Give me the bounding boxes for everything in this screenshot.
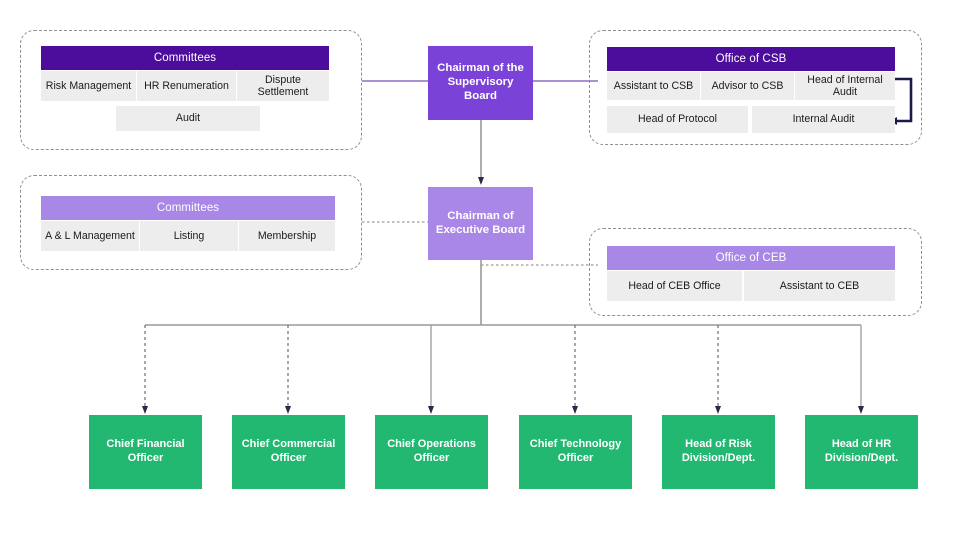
- cell-dispute-settlement[interactable]: Dispute Settlement: [237, 71, 329, 101]
- cell-head-of-internal-audit[interactable]: Head of Internal Audit: [795, 72, 895, 100]
- supervisory-committees-header: Committees: [41, 46, 329, 70]
- group-supervisory-committees: [20, 30, 362, 150]
- group-office-ceb: [589, 228, 922, 316]
- cell-audit[interactable]: Audit: [116, 106, 260, 131]
- cell-membership[interactable]: Membership: [239, 221, 335, 251]
- leaf-chief-commercial-officer[interactable]: Chief Commercial Officer: [232, 415, 345, 489]
- executive-committees-header: Committees: [41, 196, 335, 220]
- node-chairman-supervisory-board[interactable]: Chairman of the Supervisory Board: [428, 46, 533, 120]
- leaf-chief-financial-officer[interactable]: Chief Financial Officer: [89, 415, 202, 489]
- leaf-head-of-risk-division[interactable]: Head of Risk Division/Dept.: [662, 415, 775, 489]
- leaf-chief-operations-officer[interactable]: Chief Operations Officer: [375, 415, 488, 489]
- cell-listing[interactable]: Listing: [140, 221, 238, 251]
- cell-hr-renumeration[interactable]: HR Renumeration: [137, 71, 236, 101]
- leaf-chief-technology-officer[interactable]: Chief Technology Officer: [519, 415, 632, 489]
- group-executive-committees: [20, 175, 362, 270]
- office-ceb-header: Office of CEB: [607, 246, 895, 270]
- node-chairman-executive-board[interactable]: Chairman of Executive Board: [428, 187, 533, 260]
- leaf-head-of-hr-division[interactable]: Head of HR Division/Dept.: [805, 415, 918, 489]
- cell-head-of-ceb-office[interactable]: Head of CEB Office: [607, 271, 742, 301]
- cell-al-management[interactable]: A & L Management: [41, 221, 139, 251]
- cell-risk-management[interactable]: Risk Management: [41, 71, 136, 101]
- cell-advisor-to-csb[interactable]: Advisor to CSB: [701, 72, 794, 100]
- cell-assistant-to-ceb[interactable]: Assistant to CEB: [744, 271, 895, 301]
- cell-internal-audit[interactable]: Internal Audit: [752, 106, 895, 133]
- group-office-csb: [589, 30, 922, 145]
- cell-assistant-to-csb[interactable]: Assistant to CSB: [607, 72, 700, 100]
- office-csb-header: Office of CSB: [607, 47, 895, 71]
- cell-head-of-protocol[interactable]: Head of Protocol: [607, 106, 748, 133]
